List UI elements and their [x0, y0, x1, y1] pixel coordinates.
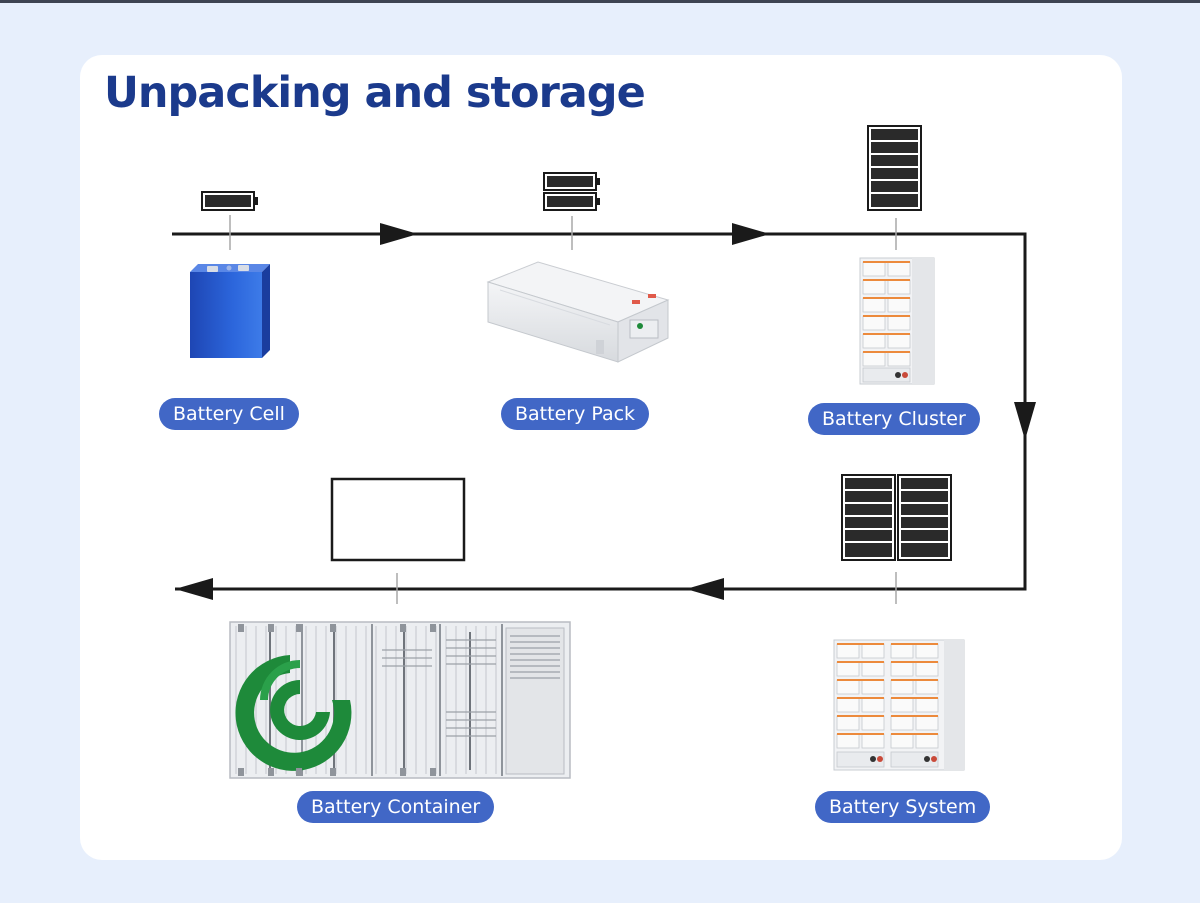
label-battery-cell: Battery Cell	[159, 398, 299, 430]
battery-rack-icon	[867, 125, 922, 211]
arrow-left-1	[686, 578, 724, 600]
label-battery-pack: Battery Pack	[501, 398, 650, 430]
label-battery-cluster: Battery Cluster	[808, 403, 980, 435]
label-battery-system: Battery System	[815, 791, 991, 823]
battery-cell-image	[190, 264, 270, 358]
arrow-down	[1014, 402, 1036, 440]
single-battery-icon	[201, 191, 258, 211]
battery-cluster-image	[859, 257, 935, 385]
flow-path	[172, 223, 1036, 600]
container-outline-icon	[330, 477, 466, 562]
double-rack-icon	[841, 474, 952, 561]
double-battery-icon	[543, 172, 600, 211]
arrow-left-2	[175, 578, 213, 600]
label-battery-container: Battery Container	[297, 791, 495, 823]
top-bar	[0, 0, 1200, 3]
brand-logo	[235, 655, 352, 771]
page-title: Unpacking and storage	[104, 68, 646, 118]
battery-system-image	[833, 639, 965, 771]
battery-container-image	[229, 621, 571, 779]
connectors	[229, 215, 897, 604]
arrow-right-2	[732, 223, 770, 245]
arrow-right-1	[380, 223, 418, 245]
battery-pack-image	[486, 261, 670, 363]
